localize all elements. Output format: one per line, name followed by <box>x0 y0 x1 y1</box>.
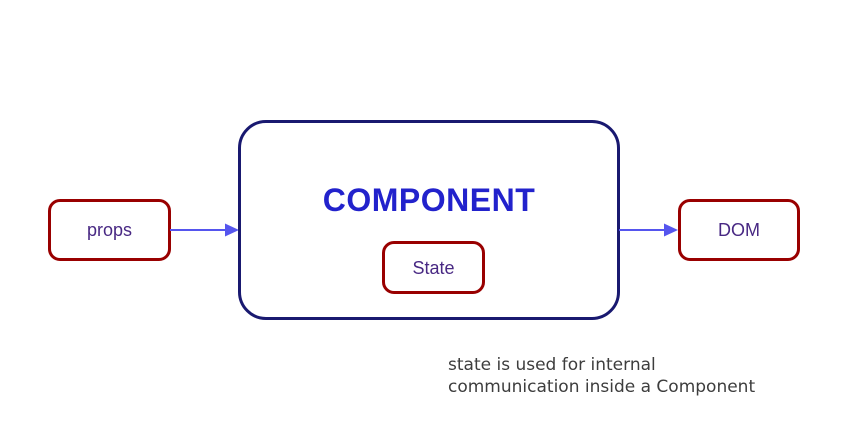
caption-line-2: communication inside a Component <box>448 377 756 397</box>
dom-node: DOM <box>678 199 800 261</box>
state-node: State <box>382 241 485 294</box>
caption: state is used for internal communication… <box>448 354 755 398</box>
component-node: COMPONENT State <box>238 120 620 320</box>
component-to-dom-arrow <box>619 223 678 237</box>
component-title: COMPONENT <box>322 182 536 218</box>
props-node-label: props <box>86 220 133 240</box>
state-node-label: State <box>412 257 455 278</box>
dom-node-label: DOM <box>718 220 760 240</box>
props-node: props <box>48 199 171 261</box>
props-to-component-arrow <box>170 223 239 237</box>
caption-line-1: state is used for internal <box>448 355 656 375</box>
